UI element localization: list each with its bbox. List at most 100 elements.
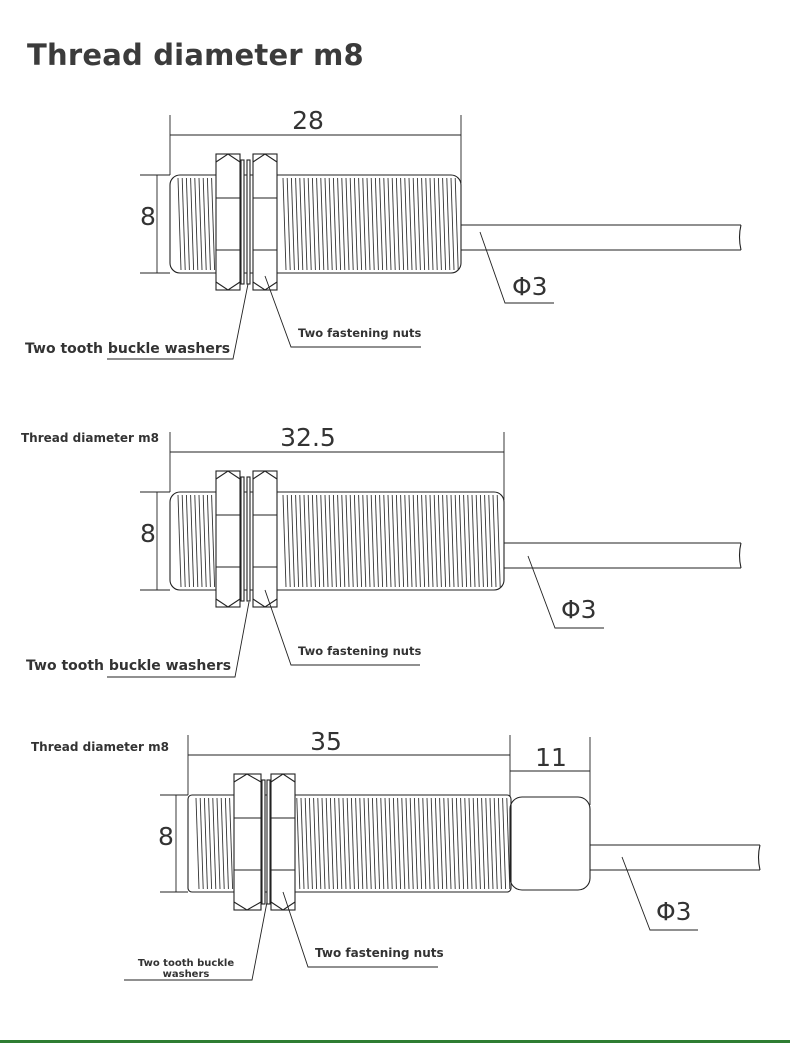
thread-line: [400, 494, 405, 588]
washer: [240, 159, 245, 285]
cable-diameter-label: Φ3: [561, 595, 597, 624]
thread-line: [388, 797, 393, 890]
diameter-label: 8: [140, 202, 156, 231]
thread-line: [370, 177, 375, 271]
thread-line: [199, 797, 204, 890]
thread-line: [418, 797, 423, 890]
thread-line: [296, 797, 301, 890]
thread-line: [395, 177, 400, 271]
thread-line: [307, 177, 312, 271]
cap-length-label: 11: [535, 743, 567, 772]
nut-leader: [282, 891, 438, 968]
thread-line: [194, 177, 199, 271]
thread-line: [211, 494, 216, 588]
thread-line: [194, 494, 199, 588]
washer: [246, 476, 251, 602]
thread-line: [198, 494, 203, 588]
page-title: Thread diameter m8: [27, 38, 364, 72]
thread-line: [458, 494, 463, 588]
thread-line: [320, 494, 325, 588]
nut-label: Two fastening nuts: [298, 326, 421, 340]
thread-line: [404, 494, 409, 588]
thread-line: [384, 797, 389, 890]
thread-line: [425, 494, 430, 588]
thread-line: [454, 494, 459, 588]
thread-line: [463, 494, 468, 588]
thread-line: [405, 797, 410, 890]
thread-line: [421, 177, 426, 271]
dimensions: 35 11 8 Φ3: [158, 727, 698, 931]
thread-line: [317, 797, 322, 890]
thread-line: [379, 177, 384, 271]
thread-line: [442, 494, 447, 588]
thread-line: [324, 177, 329, 271]
thread-line: [308, 797, 313, 890]
thread-line: [429, 494, 434, 588]
thread-line: [328, 494, 333, 588]
washer: [261, 779, 266, 905]
dimensions: 32.5 8 Φ3: [140, 423, 604, 629]
thread-line: [468, 797, 473, 890]
sensor-body: [187, 773, 761, 911]
thread-line: [362, 177, 367, 271]
thread-line: [203, 797, 208, 890]
thread-line: [212, 797, 217, 890]
cable-leader: [621, 856, 698, 931]
washer-label: Two tooth buckle washers: [25, 341, 230, 357]
callouts: Two tooth buckle washers Two fastening n…: [25, 275, 421, 360]
thread-line: [359, 797, 364, 890]
diameter-label: 8: [158, 822, 174, 851]
thread-line: [488, 494, 493, 588]
length-label: 28: [292, 106, 324, 135]
thread-line: [412, 494, 417, 588]
thread-line: [437, 177, 442, 271]
thread-line: [303, 494, 308, 588]
thread-line: [295, 177, 300, 271]
thread-line: [190, 177, 195, 271]
thread-line: [387, 494, 392, 588]
thread-line: [220, 797, 225, 890]
thread-line: [202, 177, 207, 271]
thread-line: [497, 797, 502, 890]
cable-leader: [479, 231, 554, 304]
thread-line: [479, 494, 484, 588]
thread-line: [185, 494, 190, 588]
thread-line: [451, 797, 456, 890]
nut: [215, 470, 241, 608]
thread-line: [334, 797, 339, 890]
thread-line: [177, 177, 182, 271]
thread-line: [345, 177, 350, 271]
thread-line: [447, 797, 452, 890]
cable-leader: [527, 555, 604, 629]
thread-line: [416, 494, 421, 588]
thread-line: [290, 177, 295, 271]
thread-line: [286, 494, 291, 588]
thread-line: [374, 494, 379, 588]
thread-line: [185, 177, 190, 271]
thread-line: [332, 177, 337, 271]
thread-line: [433, 494, 438, 588]
washer-label-line1: Two tooth buckle: [138, 958, 234, 969]
thread-line: [328, 177, 333, 271]
thread-line: [429, 177, 434, 271]
thread-line: [216, 797, 221, 890]
nut-stack: [215, 470, 278, 608]
thread-line: [391, 494, 396, 588]
thread-line: [408, 494, 413, 588]
sensor-cap: [509, 796, 591, 891]
thread-line: [433, 177, 438, 271]
diagram-2: Thread diameter m8 32.5 8 Φ3: [21, 423, 742, 678]
thread-line: [506, 797, 511, 890]
thread-line: [224, 797, 229, 890]
thread-line: [337, 177, 342, 271]
thread-line: [366, 494, 371, 588]
thread-line: [383, 177, 388, 271]
nut: [215, 153, 241, 291]
cable: [590, 844, 761, 871]
thread-line: [338, 797, 343, 890]
thread-line: [229, 797, 234, 890]
thread-line: [206, 494, 211, 588]
thread-line: [316, 494, 321, 588]
thread-line: [353, 494, 358, 588]
